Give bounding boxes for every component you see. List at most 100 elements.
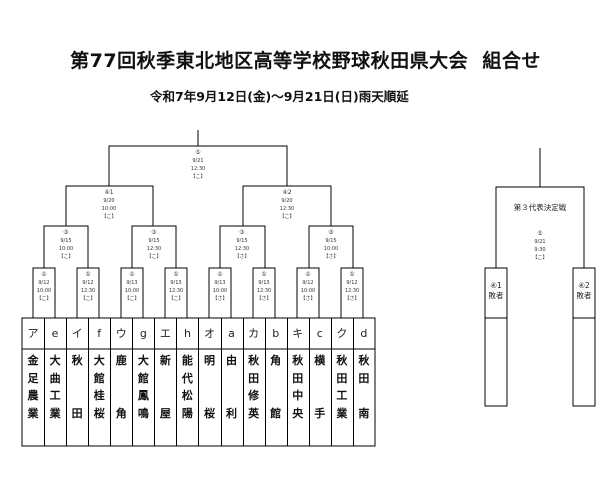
third-right-box (572, 267, 596, 407)
team-name-char (309, 370, 331, 388)
team-name-char: 明 (203, 354, 215, 367)
team-name: 鹿 角 (110, 352, 132, 422)
team-name-char: 曲 (49, 371, 61, 385)
team-name-char: 館 (93, 371, 105, 385)
game-label-r1-5: ① 9/13 10:00 【さ】 (212, 271, 228, 302)
team-code: b (272, 327, 280, 340)
team-name-char: 秋 (248, 354, 260, 367)
game-label-r1-2: ① 9/12 12:30 【こ】 (80, 271, 96, 302)
team-code: ク (336, 327, 348, 340)
team-column-divider (132, 318, 134, 446)
team-name-char: 秋 (292, 354, 304, 367)
team-name-char (221, 370, 243, 388)
bracket-line-r1-3 (120, 267, 144, 318)
team-column-divider (154, 318, 156, 446)
third-left-box (484, 267, 508, 407)
team-name-char: 中 (292, 389, 304, 402)
team-name-char: 業 (27, 406, 39, 420)
team-name-char: 足 (27, 371, 39, 385)
team-name-char: 秋 (71, 354, 83, 367)
game-label-final: ⑤ 9/21 12:30 【こ】 (190, 149, 206, 180)
team-name-char (309, 387, 331, 405)
game-label-r1-3: ① 9/13 10:00 【こ】 (124, 271, 140, 302)
team-column-divider (66, 318, 68, 446)
team-name-char (353, 387, 375, 405)
team-name-char: 業 (336, 406, 348, 420)
team-column-divider (264, 318, 266, 446)
team-name-char (154, 387, 176, 405)
team-column-divider (308, 318, 310, 446)
team-code: オ (203, 327, 215, 340)
team-name: 大曲工業 (44, 352, 66, 422)
team-name-char (110, 387, 132, 405)
third-place-title: 第３代表決定戦 (513, 203, 567, 212)
team-name-char: 英 (248, 406, 260, 420)
team-name-char: 金 (27, 354, 39, 367)
team-name-char: 鳳 (137, 389, 149, 402)
team-name-char: 農 (27, 389, 39, 402)
team-code: エ (159, 327, 171, 340)
team-name-char: 角 (270, 354, 282, 367)
team-code: a (228, 327, 235, 340)
team-name: 大館鳳鳴 (132, 352, 154, 422)
game-label-semi2: ④2 9/20 12:30 【こ】 (279, 189, 295, 220)
bracket-line-qf3 (219, 225, 266, 268)
team-name-char (66, 370, 88, 388)
game-label-r1-4: ① 9/13 12:30 【こ】 (168, 271, 184, 302)
team-name-char: 田 (248, 371, 260, 385)
team-code: キ (292, 327, 304, 340)
team-name: 新 屋 (154, 352, 176, 422)
team-name-char (198, 370, 220, 388)
team-column-divider (286, 318, 288, 446)
team-name-char: 由 (226, 354, 238, 367)
team-code: イ (71, 327, 83, 340)
third-right-slot: ④2 敗者 (576, 281, 592, 300)
team-name: 横 手 (309, 352, 331, 422)
team-name: 角 館 (265, 352, 287, 422)
bracket-line-r1-5 (208, 267, 232, 318)
team-name-char: 田 (71, 406, 83, 420)
team-name-char (265, 387, 287, 405)
team-column-divider (198, 318, 200, 446)
page-title: 第77回秋季東北地区高等学校野球秋田県大会 組合せ (70, 50, 541, 72)
team-name-char (198, 387, 220, 405)
team-name-char: 工 (49, 389, 61, 402)
bracket-line-r1-6 (252, 267, 276, 318)
game-label-r1-8: ① 9/12 12:30 【さ】 (344, 271, 360, 302)
team-column-divider (110, 318, 112, 446)
team-column-divider (88, 318, 90, 446)
team-name-char: 央 (292, 406, 304, 420)
team-name-char (66, 387, 88, 405)
bracket-line-semi2 (242, 185, 332, 226)
team-name: 由 利 (221, 352, 243, 422)
team-name-char: 能 (181, 354, 193, 367)
team-name: 秋田中央 (287, 352, 309, 422)
bracket-line-third (495, 186, 585, 268)
bracket-line-r1-8 (340, 267, 364, 318)
game-label-semi1: ④1 9/20 10:00 【こ】 (101, 189, 117, 220)
team-column-divider (352, 318, 354, 446)
game-label-qf2: ③ 9/15 12:30 【こ】 (146, 229, 162, 260)
team-name-char: 工 (336, 389, 348, 402)
team-code: ア (27, 327, 39, 340)
game-label-third: ⑤ 9/21 9:30 【こ】 (532, 230, 548, 261)
team-name-char: 陽 (181, 406, 193, 420)
team-code: c (316, 327, 323, 340)
team-name: 明 桜 (198, 352, 220, 422)
team-name: 大館桂桜 (88, 352, 110, 422)
bracket-line-qf1 (43, 225, 89, 268)
team-name-char: 鳴 (137, 406, 149, 420)
game-label-qf1: ③ 9/15 10:00 【こ】 (58, 229, 74, 260)
team-name-char: 秋 (336, 354, 348, 367)
team-name-char: 田 (292, 371, 304, 385)
team-code: h (183, 327, 191, 340)
team-column-divider (330, 318, 332, 446)
team-name-char: 業 (49, 406, 61, 420)
team-name: 秋 田 (66, 352, 88, 422)
team-name-char: 田 (336, 371, 348, 385)
bracket-line-semi1 (65, 185, 154, 226)
team-name-char: 角 (115, 406, 127, 420)
team-column-divider (44, 318, 46, 446)
team-name-char: 館 (137, 371, 149, 385)
team-name-char: 代 (181, 371, 193, 385)
